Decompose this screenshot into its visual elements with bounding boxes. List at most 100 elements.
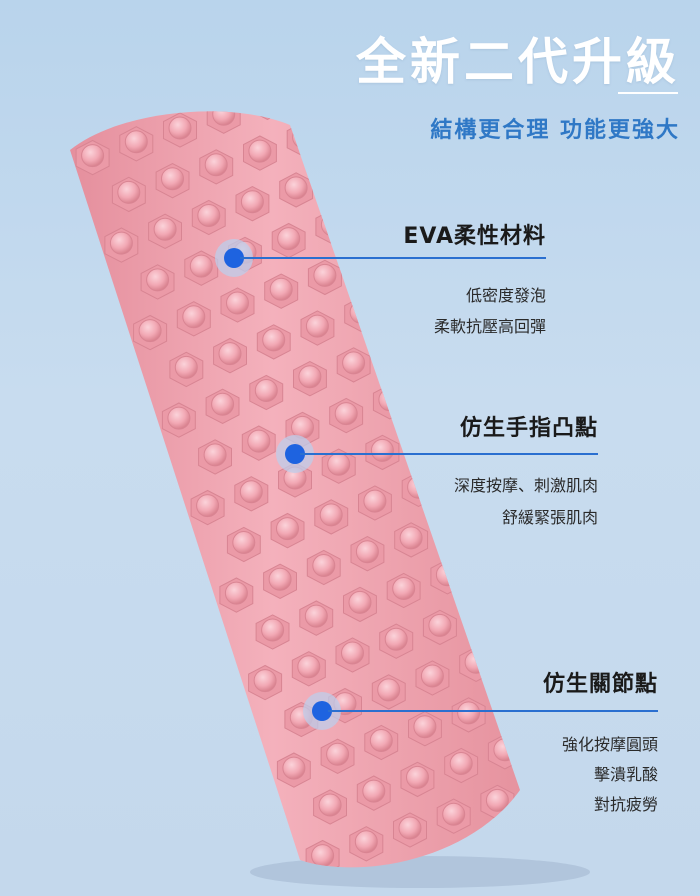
roller-bump-tip: [196, 494, 220, 518]
roller-bump-tip: [277, 227, 301, 251]
roller-bump-tip: [348, 590, 372, 614]
roller-bump-tip: [289, 706, 313, 729]
roller-bump-tip: [398, 816, 422, 840]
roller-bump-tip: [292, 125, 316, 149]
roller-bump-tip: [362, 779, 386, 803]
roller-bump-tip: [406, 765, 429, 789]
roller-bump-tip: [377, 678, 401, 702]
feature-desc-line: 深度按摩、刺激肌肉: [453, 476, 598, 495]
roller-bump-tip: [354, 830, 378, 854]
roller-bump-tip: [284, 176, 308, 200]
roller-bump-tip: [212, 111, 236, 126]
roller-bump-tip: [311, 844, 335, 868]
headline-underline: [618, 92, 678, 94]
roller-bump-tip: [282, 756, 306, 780]
roller-bump-tip: [240, 190, 264, 214]
roller-bump-tip: [349, 300, 373, 324]
roller-bump-tip: [255, 111, 279, 112]
roller-bump-tip: [435, 563, 459, 587]
roller-bump-tip: [428, 613, 452, 637]
roller-bump-tip: [117, 180, 141, 204]
roller-bump-tip: [318, 793, 342, 817]
feature-pointer-line: [328, 710, 658, 712]
roller-bump-tip: [211, 392, 235, 416]
roller-bump-tip: [218, 342, 242, 366]
feature-marker-dot: [312, 701, 332, 721]
roller-bump-tip: [174, 355, 198, 379]
roller-bump-tip: [276, 517, 299, 541]
roller-bump-tip: [226, 291, 249, 315]
subheadline: 結構更合理 功能更強大: [430, 118, 680, 143]
roller-bump-tip: [355, 540, 379, 564]
roller-bump-tip: [248, 139, 272, 163]
roller-bump-base: [250, 111, 285, 121]
roller-bump-tip: [369, 729, 393, 752]
roller-bump-tip: [124, 130, 148, 154]
feature-title: EVA柔性材料: [403, 224, 546, 249]
roller-bump-tip: [298, 365, 322, 389]
roller-bump-tip: [232, 531, 256, 554]
feature-desc-line: 柔軟抗壓高回彈: [433, 317, 546, 336]
roller-bump-tip: [261, 618, 285, 642]
roller-bump-tip: [239, 480, 263, 504]
roller-bump-tip: [197, 204, 221, 227]
feature-title: 仿生關節點: [542, 672, 658, 697]
roller-bump-tip: [363, 489, 387, 513]
feature-marker-dot: [224, 248, 244, 268]
feature-desc-line: 低密度發泡: [465, 286, 546, 305]
feature-pointer-line: [300, 453, 598, 455]
roller-bump-tip: [168, 116, 192, 140]
roller-bump-tip: [189, 254, 213, 278]
feature-desc-line: 對抗疲勞: [593, 795, 658, 814]
feature-desc-line: 舒緩緊張肌肉: [501, 508, 598, 527]
roller-bump-tip: [413, 715, 437, 739]
roller-bump-tip: [384, 627, 408, 651]
roller-bump-tip: [283, 466, 307, 490]
roller-bump-tip: [109, 231, 133, 255]
roller-bump-tip: [224, 581, 248, 605]
roller-bump-tip: [146, 268, 170, 292]
roller-bump-tip: [326, 742, 350, 766]
roller-bump-tip: [442, 802, 466, 826]
roller-bump-tip: [327, 452, 351, 476]
roller-bump-tip: [304, 604, 328, 628]
roller-bump-tip: [161, 167, 184, 191]
feature-title: 仿生手指凸點: [459, 416, 598, 441]
feature-pointer-line: [240, 257, 546, 259]
roller-bump-tip: [341, 641, 364, 665]
roller-bump-tip: [485, 788, 509, 812]
feature-marker-dot: [285, 444, 305, 464]
roller-bump-tip: [342, 351, 366, 375]
roller-bump-tip: [253, 669, 277, 693]
roller-bump-tip: [81, 144, 105, 168]
roller-bump-tip: [313, 263, 337, 287]
roller-bump-tip: [297, 655, 321, 679]
roller-bump-tip: [333, 692, 357, 716]
feature-desc-line: 強化按摩圓頭: [561, 735, 658, 754]
roller-bump-tip: [312, 554, 336, 577]
roller-bump-tip: [254, 379, 278, 402]
roller-bump-tip: [268, 567, 292, 591]
roller-bump-tip: [449, 752, 473, 775]
roller-bump-tip: [464, 650, 488, 674]
headline: 全新二代升級: [356, 33, 680, 91]
roller-bump-tip: [370, 438, 394, 462]
roller-bump-tip: [305, 314, 329, 338]
roller-bump-tip: [262, 328, 286, 352]
roller-bump-tip: [291, 415, 314, 439]
roller-bump-tip: [457, 701, 481, 725]
roller-bump-tip: [247, 429, 271, 453]
roller-bump-tip: [204, 153, 228, 177]
roller-bump-tip: [378, 388, 402, 412]
roller-bump-tip: [182, 305, 206, 329]
roller-bump-tip: [320, 213, 344, 237]
roller-bump-tip: [493, 738, 517, 762]
roller-bump-tip: [319, 503, 343, 527]
roller-bump-tip: [167, 406, 191, 430]
feature-desc-line: 擊潰乳酸: [593, 765, 658, 784]
roller-bump-tip: [269, 277, 293, 301]
roller-bump-tip: [420, 664, 444, 688]
roller-bump-tip: [138, 319, 162, 343]
